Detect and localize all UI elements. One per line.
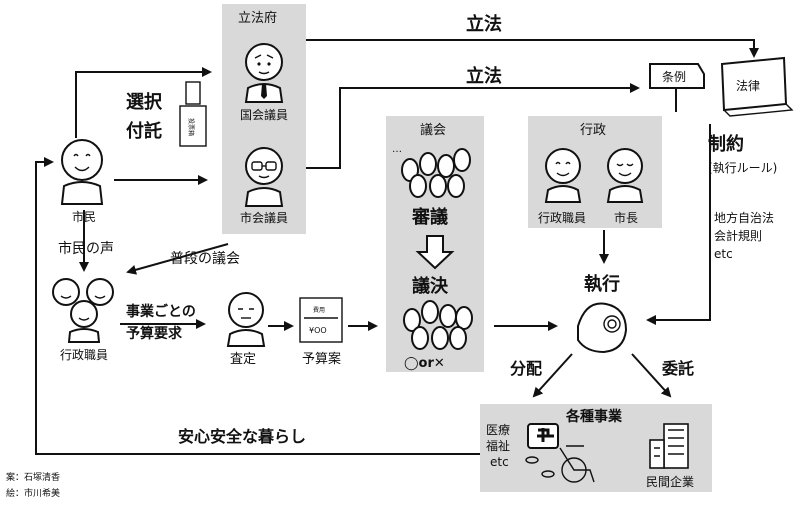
resolution-label: 議決 [412,275,449,297]
medical-label-1: 医療 [486,423,510,437]
regular-session-label: 普段の議会 [170,250,240,267]
credit-idea: 案：石塚清香 [6,471,60,483]
budget-draft-document: 費用 ¥OO [299,297,343,343]
ordinance-label: 条例 [662,70,686,84]
assembly-voters-figure [403,300,473,350]
pointing-hand-icon [577,302,628,354]
law-label: 法律 [736,79,760,93]
citizen-voice-label: 市民の声 [58,240,114,257]
safe-life-arrow [35,157,480,455]
deliberation-label: 審議 [411,206,448,228]
budget-doc-amount: ¥OO [309,326,327,335]
medical-label-3: etc [490,455,509,469]
regulation-arrow [646,124,711,325]
national-member-figure [244,43,284,103]
admin-staff-figure [544,148,582,203]
budget-request-label-2: 予算要求 [126,325,183,342]
assessment-label: 査定 [230,352,256,367]
election-top-arrow [75,67,212,138]
ballot-box-text: 投票箱 [187,118,195,136]
medical-label-2: 福祉 [486,438,510,453]
admin-staff-label: 行政職員 [538,211,586,225]
assembly-members-figure: … [392,144,471,198]
distribution-label: 分配 [510,359,542,378]
regulation-example-1: 地方自治法 [714,210,774,225]
budget-draft-label: 予算案 [302,352,341,367]
svg-text:…: … [392,144,402,155]
staff-group-label: 行政職員 [60,348,108,362]
budget-doc-header: 費用 [313,306,325,314]
legislation-top-arrow [306,39,759,58]
election-choice-label: 選択 [126,92,163,113]
legislature-title: 立法府 [238,11,277,26]
building-icon [649,423,689,469]
distribution-arrow [532,353,573,398]
private-company-label: 民間企業 [646,474,694,489]
regulation-title: 制約 [708,133,744,155]
assembly-title: 議会 [420,123,446,138]
regulation-example-2: 会計規則 [714,228,762,243]
legislation-mid-label: 立法 [466,65,502,87]
national-member-label: 国会議員 [240,108,288,122]
assessment-figure [226,292,266,347]
resolution-result: ◯or✕ [404,356,445,371]
regular-session-arrow [126,243,229,275]
pills-icon [525,456,555,478]
regulation-sub: (執行ルール) [708,161,777,175]
projects-title: 各種事業 [565,408,623,425]
medical-kit-icon [527,423,559,449]
election-entrust-label: 付託 [126,120,162,142]
mayor-label: 市長 [614,210,638,225]
regulation-example-3: etc [714,247,733,261]
credit-art: 絵：市川希美 [6,487,60,499]
down-arrow-icon [415,235,455,270]
city-member-figure [244,147,284,207]
consignment-label: 委託 [661,359,694,378]
administration-title: 行政 [580,123,606,138]
wheelchair-icon [559,445,595,483]
execution-label: 執行 [584,273,620,295]
city-member-label: 市会議員 [240,210,288,225]
staff-group-figure [52,278,114,343]
budget-request-label-1: 事業ごとの [126,303,196,320]
consignment-arrow [631,353,672,398]
ordinance-sign: 条例 [649,63,705,112]
mayor-figure [606,148,644,203]
ballot-box: 投票箱 [179,81,207,147]
citizen-figure [60,139,104,205]
legislation-mid-arrow [306,83,640,169]
legislation-top-label: 立法 [466,13,502,35]
law-book: 法律 [720,56,794,117]
safe-life-label: 安心安全な暮らし [178,427,306,446]
